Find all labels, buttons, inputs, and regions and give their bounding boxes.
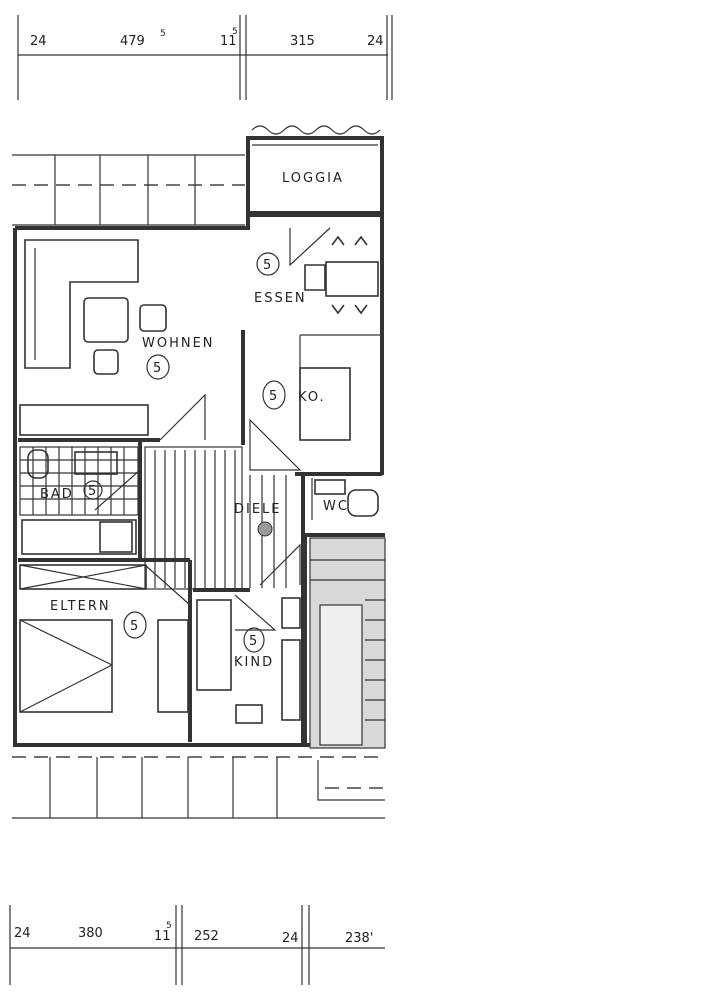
room-label-bad: BAD	[40, 487, 74, 502]
room-label-eltern: ELTERN	[50, 599, 111, 614]
child-room-furniture	[196, 597, 301, 724]
loggia: LOGGIA	[246, 125, 384, 215]
bottom-dim-5: 24	[282, 931, 299, 946]
top-dim-2-sup: 5	[160, 29, 166, 39]
parents-bedroom-furniture	[19, 564, 189, 713]
bathroom-tiles	[19, 446, 139, 555]
svg-text:5: 5	[249, 634, 257, 649]
bottom-dim-3-sup: 5	[166, 921, 172, 931]
room-label-wohnen: WOHNEN	[142, 336, 215, 351]
floor-mark-kueche: 5	[262, 380, 286, 410]
kitchen-counter	[299, 367, 351, 441]
floor-mark-wohnen: 5	[146, 354, 170, 380]
svg-text:5: 5	[153, 361, 161, 376]
living-furniture	[19, 239, 167, 436]
svg-text:5: 5	[263, 258, 271, 273]
floor-mark-essen: 5	[256, 252, 280, 276]
hall-hatching	[144, 446, 287, 590]
balcony-top	[12, 154, 245, 226]
room-label-essen: ESSEN	[254, 291, 307, 306]
bottom-dim-2: 380	[78, 926, 103, 941]
top-dim-3-sup: 5	[232, 27, 238, 37]
bottom-dimension-line: 24 380 11 5 252 24 238'	[9, 905, 385, 985]
floor-mark-eltern: 5	[123, 611, 147, 639]
room-label-kueche: KO.	[298, 390, 326, 405]
floor-mark-bad: 5	[83, 480, 103, 500]
top-dimension-line: 24 479 5 11 5 315 24	[17, 15, 393, 100]
top-dim-4: 315	[290, 34, 315, 49]
room-label-wc: WC	[323, 499, 349, 514]
svg-text:5: 5	[130, 619, 138, 634]
room-label-diele: DIELE	[234, 502, 282, 517]
bottom-dim-3: 11	[154, 929, 171, 944]
wc-fixtures	[311, 478, 379, 520]
floor-mark-diele	[257, 521, 273, 537]
balcony-bottom	[12, 756, 385, 819]
bottom-dim-4: 252	[194, 929, 219, 944]
bottom-dim-1: 24	[14, 926, 31, 941]
svg-text:5: 5	[269, 389, 277, 404]
dining-table	[304, 235, 379, 315]
floor-mark-kind: 5	[243, 627, 265, 653]
top-dim-3: 11	[220, 34, 237, 49]
top-dim-2: 479	[120, 34, 145, 49]
top-dim-1: 24	[30, 34, 47, 49]
stairwell	[309, 537, 386, 749]
svg-text:5: 5	[88, 484, 96, 499]
door-swings	[94, 227, 331, 631]
room-label-kind: KIND	[234, 655, 274, 670]
bottom-dim-6: 238'	[345, 931, 373, 946]
top-dim-5: 24	[367, 34, 384, 49]
room-label-loggia: LOGGIA	[282, 171, 344, 186]
